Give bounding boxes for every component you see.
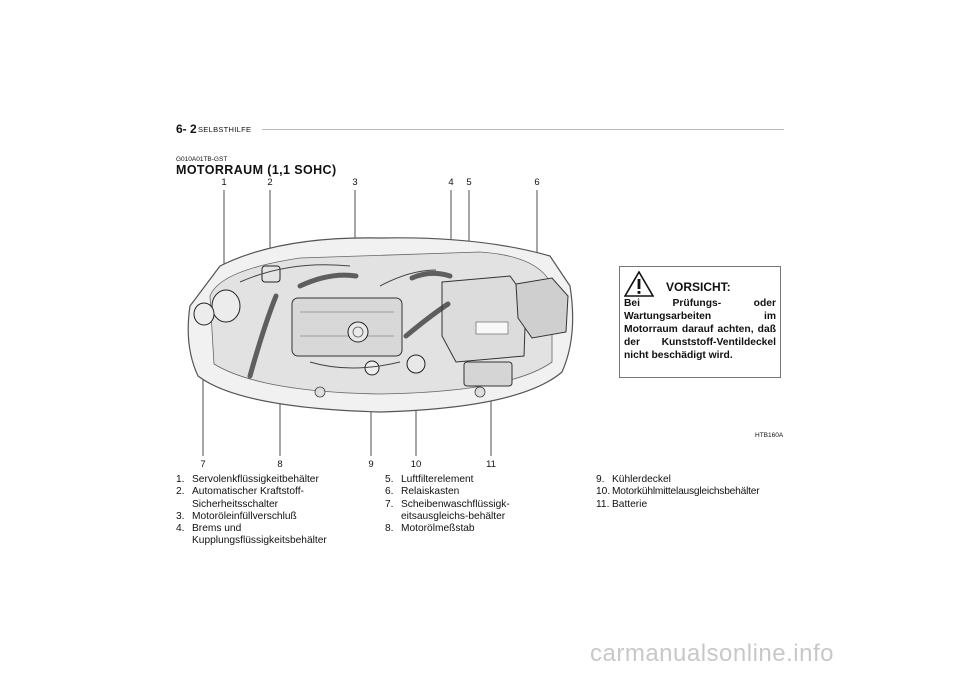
callout-11: 11 xyxy=(486,459,496,470)
page-number: 6- 2 xyxy=(176,122,197,136)
list-item: 6.Relaiskasten xyxy=(385,486,460,498)
list-item: 5.Luftfilterelement xyxy=(385,474,474,485)
header-rule xyxy=(262,129,784,130)
callout-2: 2 xyxy=(267,177,273,188)
document-code: G010A01TB-GST xyxy=(176,156,228,163)
callout-9: 9 xyxy=(368,459,374,470)
parts-list-column-1: 1.Servolenkflüssigkeitbehälter 2.Automat… xyxy=(176,474,346,548)
callout-4: 4 xyxy=(448,177,454,188)
list-item: 1.Servolenkflüssigkeitbehälter xyxy=(176,474,319,485)
warning-header: VORSICHT: xyxy=(624,271,776,297)
page-title: MOTORRAUM (1,1 SOHC) xyxy=(176,163,337,177)
callout-7: 7 xyxy=(200,459,206,470)
list-item: 9.Kühlerdeckel xyxy=(596,474,671,485)
warning-box: VORSICHT: Bei Prüfungs- oder Wartungsarb… xyxy=(619,266,781,378)
list-item: 4.Brems und Kupplungsflüssigkeitsbehälte… xyxy=(176,523,327,547)
list-item: 2.Automatischer Kraftstoff-Sicherheitssc… xyxy=(176,486,304,510)
callout-1: 1 xyxy=(221,177,227,188)
engine-bay-illustration xyxy=(187,190,574,456)
figure-reference: HTB160A xyxy=(755,432,784,439)
callout-6: 6 xyxy=(534,177,540,188)
parts-list-column-2: 5.Luftfilterelement 6.Relaiskasten 7.Sch… xyxy=(385,474,525,535)
warning-title: VORSICHT: xyxy=(666,280,731,294)
list-item: 10.Motorkühlmittelausgleichsbehälter xyxy=(596,486,760,498)
parts-list-column-3: 9.Kühlerdeckel 10.Motorkühlmittelausglei… xyxy=(596,474,788,511)
callout-3: 3 xyxy=(352,177,358,188)
list-item: 8.Motorölmeßstab xyxy=(385,523,475,535)
callout-8: 8 xyxy=(277,459,283,470)
watermark: carmanualsonline.info xyxy=(590,640,834,667)
list-item: 3.Motoröleinfüllverschluß xyxy=(176,510,297,522)
list-item: 7.Scheibenwaschflüssigk-eitsausgleichs-b… xyxy=(385,498,510,522)
list-item: 11.Batterie xyxy=(596,498,648,510)
callout-10: 10 xyxy=(410,459,422,470)
warning-triangle-icon xyxy=(624,271,654,297)
callout-5: 5 xyxy=(466,177,472,188)
warning-text: Bei Prüfungs- oder Wartungsarbeiten im M… xyxy=(624,298,776,361)
section-title: SELBSTHILFE xyxy=(198,125,252,134)
